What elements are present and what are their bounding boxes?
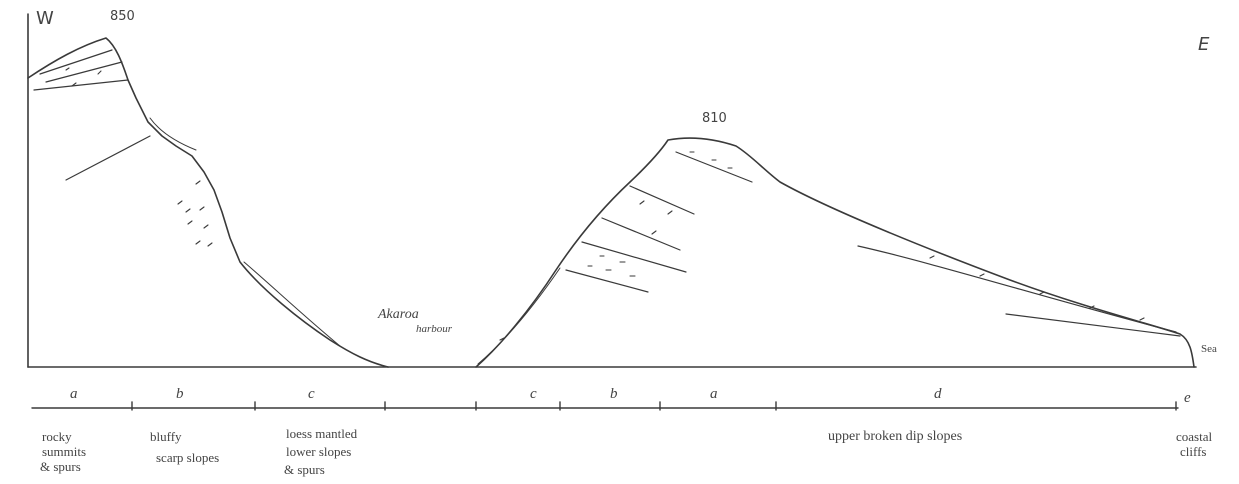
zone-letter: b [176, 386, 184, 402]
zone-description-line: upper broken dip slopes [828, 429, 962, 444]
zone-description-line: loess mantled [286, 426, 358, 441]
east-dip-line-1 [857, 245, 1177, 333]
west-scarp-detail [149, 117, 197, 151]
zone-letter: c [530, 386, 537, 402]
east-lava-layer-1 [629, 185, 695, 215]
zone-letter: b [610, 386, 618, 402]
east-direction-label: E [1198, 34, 1210, 55]
zone-letter: d [934, 386, 942, 402]
east-peak-height: 810 [702, 111, 727, 126]
zone-description-line: lower slopes [286, 444, 351, 459]
west-lava-layer-1 [33, 79, 129, 91]
west-direction-label: W [36, 8, 54, 29]
zone-letter: e [1184, 390, 1191, 406]
eastern-peninsula-profile [475, 137, 1195, 368]
east-dip-line-2 [1005, 313, 1181, 337]
zone-letter: a [70, 386, 78, 402]
east-summit-layer [675, 151, 753, 183]
zone-description-line: bluffy [150, 429, 182, 444]
west-loess-mantle [243, 261, 341, 347]
western-ridge-profile [27, 37, 389, 368]
harbour-label-line2: harbour [416, 323, 453, 335]
east-lava-layer-4 [565, 269, 649, 293]
east-lava-layer-2 [601, 217, 681, 251]
west-lava-layer-2 [39, 49, 113, 75]
zone-descriptions: rocky summits & spurs bluffy scarp slope… [40, 426, 1212, 477]
zone-description-line: & spurs [40, 459, 81, 474]
west-lava-layer-3 [45, 61, 123, 83]
zone-dividers [131, 401, 1177, 411]
zone-letter: c [308, 386, 315, 402]
zone-description-line: cliffs [1180, 444, 1206, 459]
west-peak-height: 850 [110, 9, 135, 24]
harbour-label-line1: Akaroa [377, 307, 419, 322]
sea-label: Sea [1201, 343, 1217, 355]
west-dip-line [65, 135, 151, 181]
east-lava-layer-3 [581, 241, 687, 273]
zone-description-line: rocky [42, 429, 72, 444]
rock-symbol-marks [65, 67, 1145, 341]
zone-description-line: coastal [1176, 429, 1212, 444]
east-loess-mantle [477, 267, 561, 365]
zone-description-line: scarp slopes [156, 450, 219, 465]
zone-description-line: & spurs [284, 462, 325, 477]
zone-description-line: summits [42, 444, 86, 459]
zone-letter: a [710, 386, 718, 402]
